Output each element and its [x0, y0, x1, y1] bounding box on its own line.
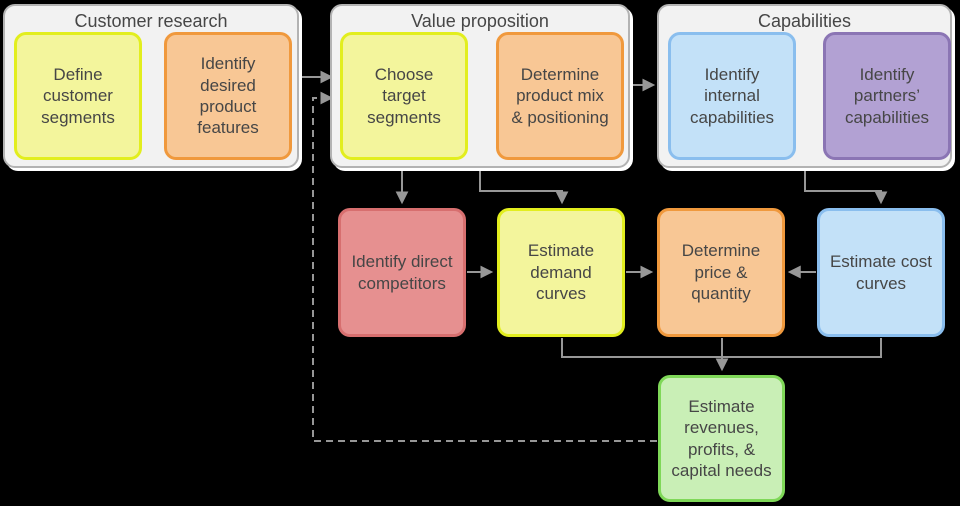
node-identify-desired-product-features: Identify desired product features: [164, 32, 292, 160]
node-estimate-cost-curves: Estimate cost curves: [817, 208, 945, 337]
node-determine-product-mix-positioning: Determine product mix & positioning: [496, 32, 624, 160]
node-label: Identify partners’ capabilities: [844, 64, 930, 127]
group-capabilities: Capabilities Identify internal capabilit…: [657, 4, 952, 168]
node-label: Estimate demand curves: [527, 241, 595, 304]
node-estimate-demand-curves: Estimate demand curves: [497, 208, 625, 337]
node-identify-direct-competitors: Identify direct competitors: [338, 208, 466, 337]
edge-value-to-demand: [479, 168, 569, 205]
node-label: Determine product mix & positioning: [511, 64, 609, 127]
node-label: Estimate revenues, profits, & capital ne…: [671, 396, 772, 480]
node-identify-internal-capabilities: Identify internal capabilities: [668, 32, 796, 160]
node-label: Identify desired product features: [197, 54, 259, 138]
group-title: Value proposition: [411, 11, 549, 31]
group-value-proposition: Value proposition Choose target segments…: [330, 4, 630, 168]
node-choose-target-segments: Choose target segments: [340, 32, 468, 160]
node-label: Determine price & quantity: [681, 241, 761, 304]
node-label: Choose target segments: [367, 64, 441, 127]
group-title: Capabilities: [757, 11, 852, 31]
node-label: Identify direct competitors: [351, 252, 453, 293]
node-estimate-revenues-profits-capital-needs: Estimate revenues, profits, & capital ne…: [658, 375, 785, 502]
node-label: Estimate cost curves: [829, 252, 933, 293]
node-identify-partners-capabilities: Identify partners’ capabilities: [823, 32, 951, 160]
node-define-customer-segments: Define customer segments: [14, 32, 142, 160]
node-label: Identify internal capabilities: [689, 64, 775, 127]
group-title: Customer research: [74, 11, 228, 31]
node-label: Define customer segments: [41, 64, 115, 127]
edge-merge-rail: [561, 338, 882, 358]
node-determine-price-quantity: Determine price & quantity: [657, 208, 785, 337]
group-customer-research: Customer research Define customer segmen…: [3, 4, 299, 168]
edge-capabilities-to-cost: [804, 168, 888, 205]
